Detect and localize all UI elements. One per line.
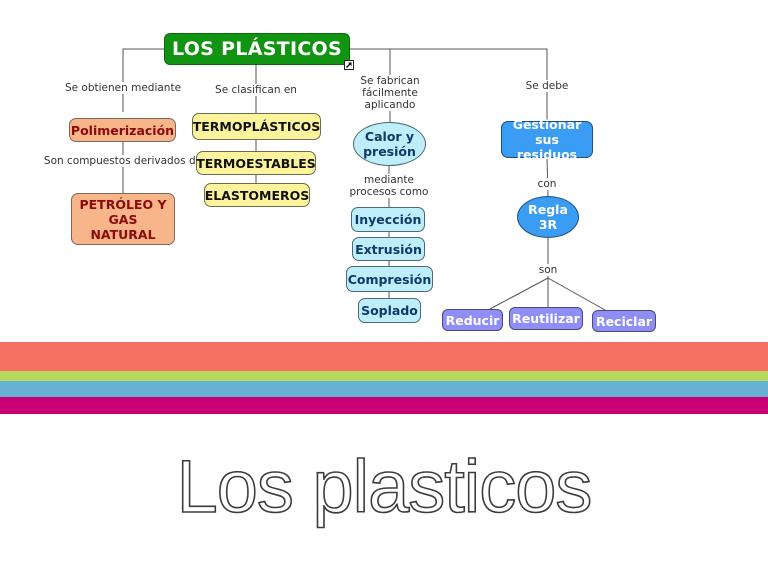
connector-son-reducir: [489, 277, 549, 310]
node-reciclar[interactable]: Reciclar: [592, 310, 656, 332]
node-extrusion[interactable]: Extrusión: [352, 237, 425, 261]
node-gestionar-residuos[interactable]: Gestionar sus residuos: [501, 117, 593, 162]
root-node[interactable]: LOS PLÁSTICOS: [164, 33, 350, 65]
svg-text:Los plasticos: Los plasticos: [177, 445, 592, 528]
concept-map: LOS PLÁSTICOS Se obtienen mediante Polim…: [42, 33, 656, 332]
node-elastomeros[interactable]: ELASTOMEROS: [204, 183, 310, 207]
connector-residuos: [350, 48, 548, 121]
stripe-blue: [0, 381, 768, 397]
node-reutilizar[interactable]: Reutilizar: [509, 307, 583, 330]
node-reducir[interactable]: Reducir: [442, 309, 503, 331]
link-label-se-debe: Se debe: [524, 80, 570, 93]
link-label-son: son: [537, 264, 559, 277]
link-label-procesos: mediante procesos como: [343, 174, 435, 199]
connector-obtencion: [122, 48, 164, 112]
link-label-clasifican: Se clasifican en: [214, 84, 298, 97]
stripe-magenta: [0, 397, 768, 414]
stripe-coral: [0, 342, 768, 371]
node-termoestables[interactable]: TERMOESTABLES: [196, 151, 316, 175]
connector-gestionar-regla: [546, 157, 549, 197]
node-termoplasticos[interactable]: TERMOPLÁSTICOS: [192, 113, 321, 140]
link-label-con: con: [536, 178, 558, 191]
node-regla-3r[interactable]: Regla 3R: [517, 196, 579, 238]
external-link-icon[interactable]: [344, 60, 354, 70]
node-soplado[interactable]: Soplado: [358, 298, 421, 323]
link-label-fabrican: Se fabrican fácilmente aplicando: [354, 75, 426, 112]
node-polimerizacion[interactable]: Polimerización: [69, 118, 176, 142]
node-calor-presion[interactable]: Calor y presión: [353, 122, 426, 166]
node-petroleo-gas[interactable]: PETRÓLEO Y GAS NATURAL: [71, 193, 175, 245]
stripe-green: [0, 371, 768, 381]
link-label-compuestos: Son compuestos derivados de: [42, 155, 204, 168]
node-compresion[interactable]: Compresión: [346, 266, 433, 292]
connector-son-reciclar: [547, 277, 606, 311]
node-inyeccion[interactable]: Inyección: [351, 207, 425, 232]
slide-title-text: Los plasticos: [176, 444, 593, 529]
link-label-obtienen: Se obtienen mediante: [63, 82, 183, 95]
slide-title: Los plasticos: [0, 440, 768, 540]
